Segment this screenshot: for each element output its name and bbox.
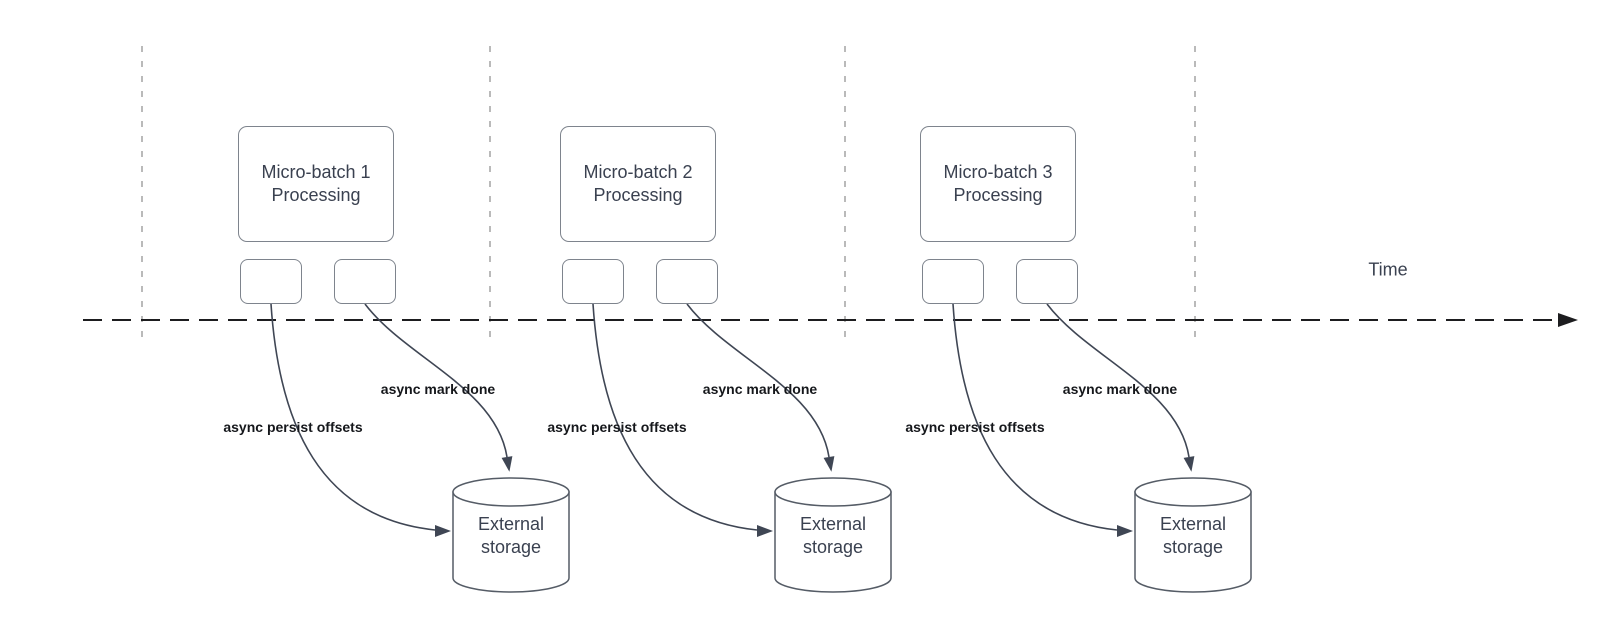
persist-offsets-arrow-3	[952, 303, 1118, 531]
persist-offsets-arrow-1	[270, 303, 436, 531]
cylinder-top-3	[1134, 477, 1252, 507]
micro-batch-3-title-line2: Processing	[953, 185, 1043, 205]
external-storage-1-line2: storage	[480, 537, 542, 557]
micro-batch-2-title-line2: Processing	[593, 185, 683, 205]
time-axis-arrowhead-icon	[1558, 313, 1578, 327]
offset-write-chip-2	[562, 259, 624, 304]
micro-batch-1-title-line1: Micro-batch 1	[261, 161, 371, 182]
mark-done-chip-1	[334, 259, 396, 304]
external-storage-label-3: External storage	[1135, 494, 1251, 578]
mark-done-label-2: async mark done	[702, 381, 818, 397]
mark-done-chip-2	[656, 259, 718, 304]
offset-write-chip-1	[240, 259, 302, 304]
mark-done-chip-3	[1016, 259, 1078, 304]
micro-batch-2-label: Micro-batch 2 Processing	[583, 161, 692, 208]
micro-batch-3-title-line1: Micro-batch 3	[943, 161, 1053, 182]
micro-batch-3-box: Micro-batch 3 Processing	[920, 126, 1076, 242]
external-storage-cylinder-2	[774, 477, 892, 593]
persist-offsets-arrowhead-1-icon	[435, 525, 451, 537]
persist-offsets-arrowhead-2-icon	[757, 525, 773, 537]
external-storage-label-1: External storage	[453, 494, 569, 578]
mark-done-arrow-3	[1046, 303, 1190, 458]
cylinder-top-1	[452, 477, 570, 507]
mark-done-arrow-2	[686, 303, 830, 458]
cylinder-body-1	[452, 491, 570, 593]
external-storage-3-line1: External	[1159, 513, 1227, 534]
external-storage-1-line1: External	[477, 513, 545, 534]
mark-done-arrowhead-3-icon	[1183, 456, 1195, 472]
mark-done-label-1: async mark done	[380, 381, 496, 397]
micro-batch-2-title-line1: Micro-batch 2	[583, 161, 693, 182]
external-storage-2-line2: storage	[802, 537, 864, 557]
cylinder-top-2	[774, 477, 892, 507]
external-storage-cylinder-1	[452, 477, 570, 593]
micro-batch-2-box: Micro-batch 2 Processing	[560, 126, 716, 242]
external-storage-cylinder-3	[1134, 477, 1252, 593]
micro-batch-1-box: Micro-batch 1 Processing	[238, 126, 394, 242]
micro-batch-1-label: Micro-batch 1 Processing	[261, 161, 370, 208]
cylinder-body-3	[1134, 491, 1252, 593]
mark-done-arrowhead-1-icon	[501, 456, 513, 472]
external-storage-3-line2: storage	[1162, 537, 1224, 557]
persist-offsets-label-2: async persist offsets	[547, 419, 687, 435]
persist-offsets-label-1: async persist offsets	[223, 419, 363, 435]
external-storage-label-2: External storage	[775, 494, 891, 578]
micro-batch-3-label: Micro-batch 3 Processing	[943, 161, 1052, 208]
persist-offsets-label-3: async persist offsets	[905, 419, 1045, 435]
cylinder-body-2	[774, 491, 892, 593]
persist-offsets-arrow-2	[592, 303, 758, 531]
mark-done-arrowhead-2-icon	[823, 456, 835, 472]
time-axis-label: Time	[1368, 259, 1408, 280]
external-storage-2-line1: External	[799, 513, 867, 534]
persist-offsets-arrowhead-3-icon	[1117, 525, 1133, 537]
micro-batch-1-title-line2: Processing	[271, 185, 361, 205]
mark-done-label-3: async mark done	[1062, 381, 1178, 397]
offset-write-chip-3	[922, 259, 984, 304]
mark-done-arrow-1	[364, 303, 508, 458]
